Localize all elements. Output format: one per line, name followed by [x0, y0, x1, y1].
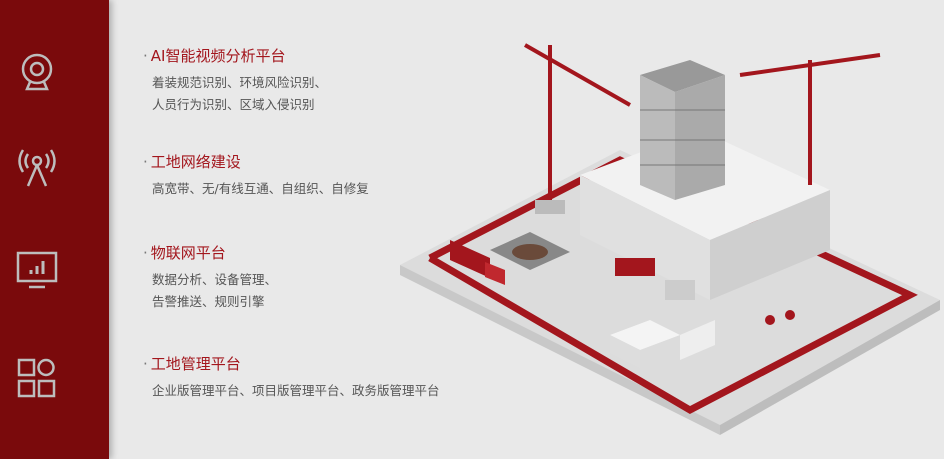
feature-desc: 告警推送、规则引擎 — [152, 294, 265, 309]
monitor-chart-icon — [14, 247, 58, 293]
feature-title: 工地管理平台 — [150, 355, 241, 373]
feature-title: AI智能视频分析平台 — [150, 47, 286, 65]
sidebar — [0, 0, 109, 459]
apps-grid-icon — [14, 355, 58, 401]
feature-iot: ·物联网平台 数据分析、设备管理、告警推送、规则引擎 — [143, 243, 277, 313]
feature-desc: 数据分析、设备管理、 — [152, 272, 278, 287]
feature-desc: 高宽带、无/有线互通、自组织、自修复 — [152, 181, 369, 196]
feature-desc: 着装规范识别、环境风险识别、 — [152, 75, 328, 90]
feature-management: ·工地管理平台 企业版管理平台、项目版管理平台、政务版管理平台 — [143, 354, 440, 402]
feature-title: 工地网络建设 — [150, 153, 241, 171]
construction-site-illustration — [390, 20, 944, 450]
feature-network: ·工地网络建设 高宽带、无/有线互通、自组织、自修复 — [143, 152, 369, 200]
feature-desc: 人员行为识别、区域入侵识别 — [152, 97, 315, 112]
feature-desc: 企业版管理平台、项目版管理平台、政务版管理平台 — [152, 383, 440, 398]
feature-ai-video: ·AI智能视频分析平台 着装规范识别、环境风险识别、人员行为识别、区域入侵识别 — [143, 46, 327, 116]
feature-title: 物联网平台 — [150, 244, 226, 262]
antenna-icon — [14, 146, 58, 192]
camera-icon — [14, 49, 58, 95]
